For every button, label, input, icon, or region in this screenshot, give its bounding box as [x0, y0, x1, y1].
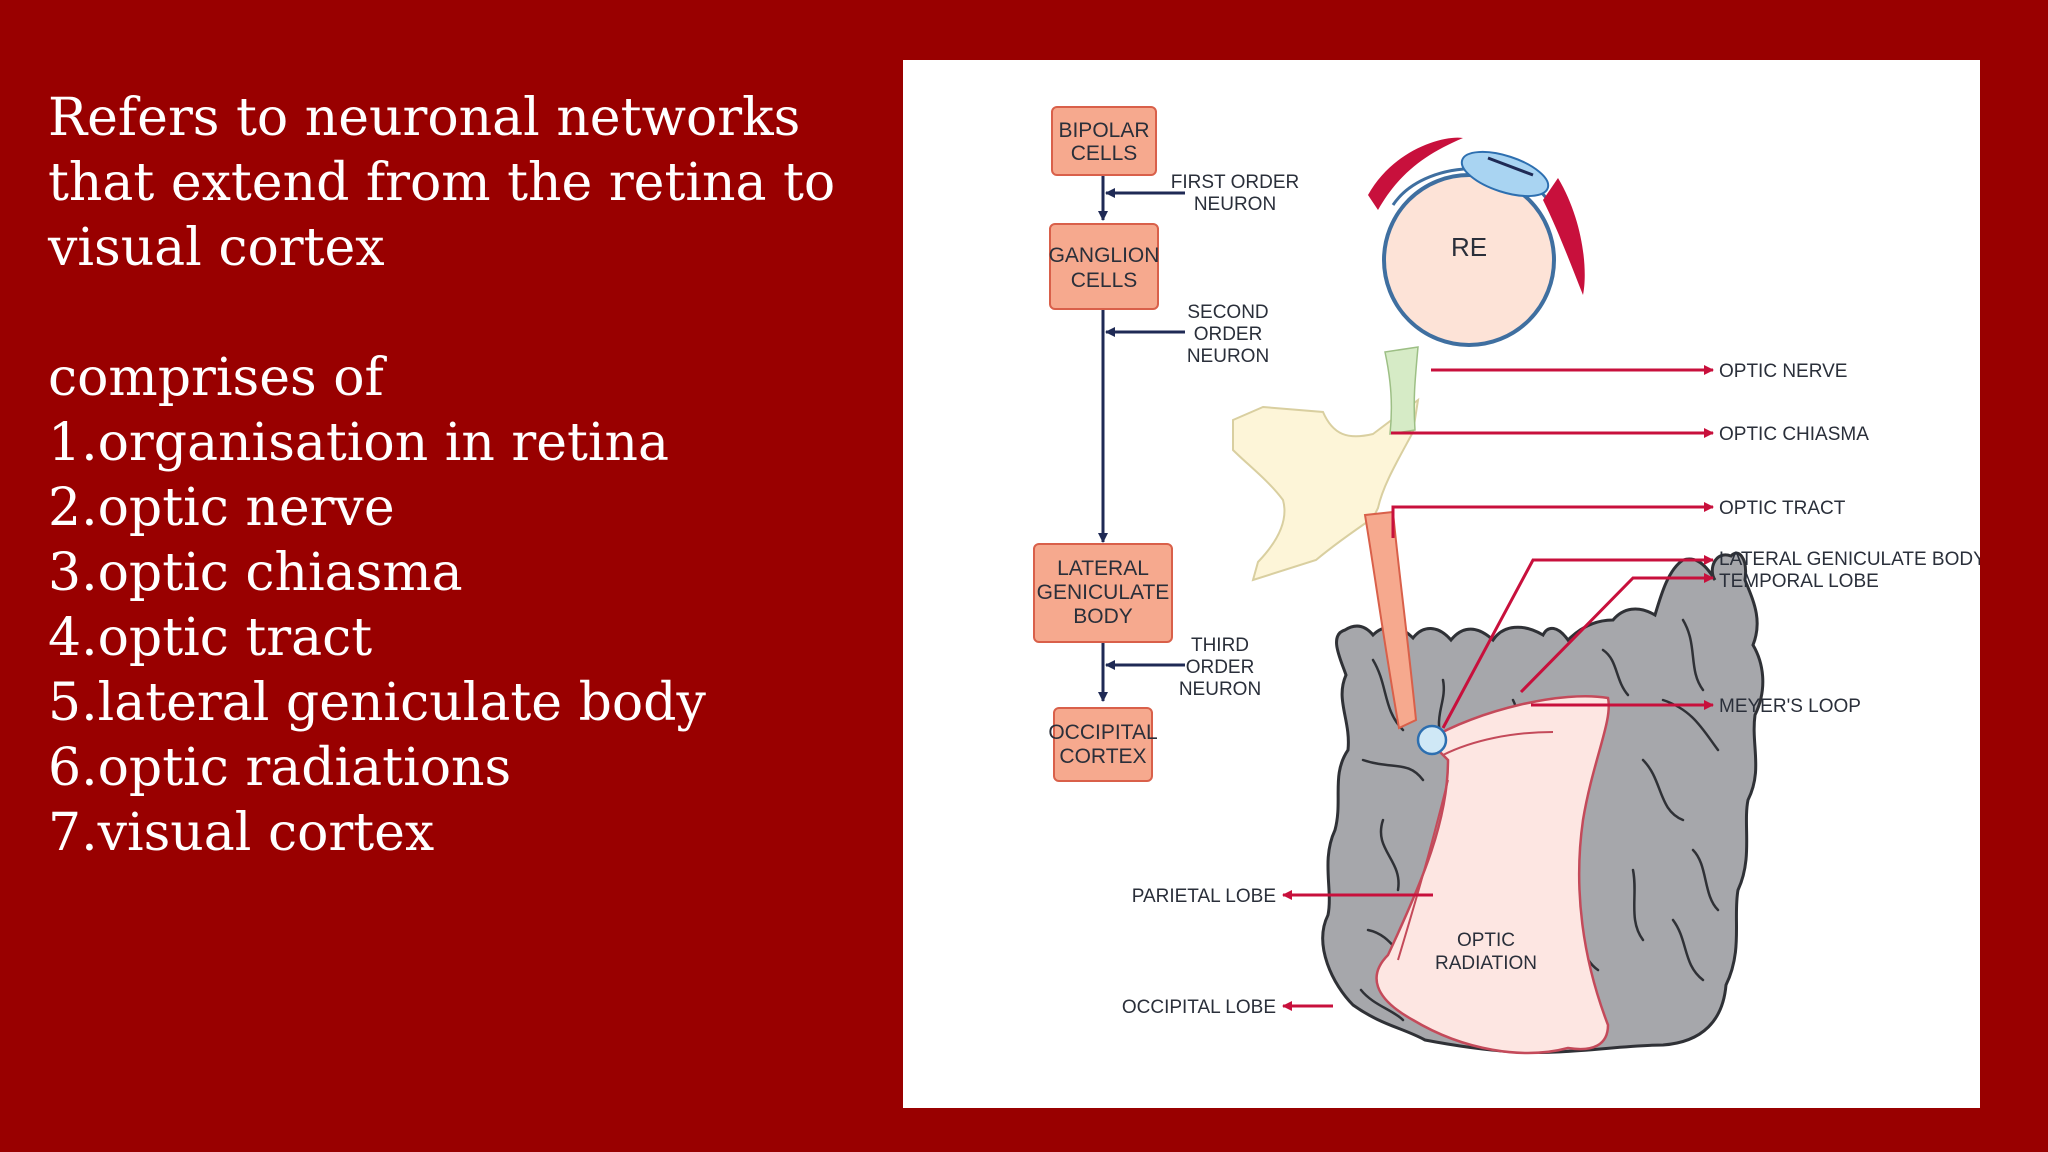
lgb-node — [1416, 724, 1448, 756]
neuron-label-text: NEURON — [1179, 679, 1261, 700]
neuron-label-text: NEURON — [1187, 346, 1269, 367]
optic-radiation — [1375, 694, 1610, 1055]
occipital-lobe-label: OCCIPITAL LOBE — [1122, 997, 1276, 1018]
neuron-label-text: THIRD — [1191, 635, 1249, 656]
occipital-box-label: OCCIPITAL — [1048, 721, 1157, 744]
optic-nerve — [1384, 346, 1419, 435]
temporal-lobe-label: TEMPORAL LOBE — [1719, 571, 1879, 592]
radiation-label-text: OPTIC — [1457, 930, 1515, 951]
second-order-neuron-label: SECOND ORDER NEURON — [1187, 302, 1269, 367]
meyers-loop-label: MEYER'S LOOP — [1719, 696, 1861, 717]
temporal-lobe-pointer — [1519, 573, 1714, 694]
eye-lid-upper — [1368, 137, 1463, 210]
parietal-lobe-label: PARIETAL LOBE — [1132, 886, 1276, 907]
slide-text: Refers to neuronal networks that extend … — [48, 86, 868, 866]
lgb-box-label: GENICULATE — [1037, 581, 1170, 604]
intro-line-1: Refers to neuronal networks — [48, 88, 801, 148]
ganglion-cells-box: GANGLION CELLS — [1049, 223, 1160, 310]
component-item-4: 4.optic tract — [48, 608, 373, 668]
occipital-box-label: CORTEX — [1059, 745, 1146, 768]
bipolar-cells-box: BIPOLAR CELLS — [1051, 106, 1157, 176]
component-item-3: 3.optic chiasma — [48, 543, 463, 603]
radiation-label-text: RADIATION — [1435, 953, 1537, 974]
neuron-label-text: ORDER — [1186, 657, 1255, 678]
first-order-neuron-label: FIRST ORDER NEURON — [1171, 172, 1299, 215]
intro-line-2: that extend from the retina to — [48, 153, 836, 213]
bipolar-label: BIPOLAR — [1058, 119, 1149, 142]
ganglion-label: GANGLION — [1049, 244, 1160, 267]
neuron-label-text: ORDER — [1194, 324, 1263, 345]
radiation-fiber — [1442, 731, 1554, 756]
lateral-geniculate-body-box: LATERAL GENICULATE BODY — [1033, 543, 1173, 643]
eye-label: RE — [1451, 232, 1487, 262]
spacer — [48, 281, 868, 346]
visual-pathway-diagram: BIPOLAR CELLS GANGLION CELLS LATERAL GEN… — [1033, 106, 1980, 1055]
optic-chiasma — [1232, 397, 1420, 582]
radiation-fiber — [1397, 779, 1449, 961]
neuron-label-text: FIRST ORDER — [1171, 172, 1299, 193]
component-item-2: 2.optic nerve — [48, 478, 395, 538]
ganglion-label: CELLS — [1071, 269, 1138, 292]
optic-chiasma-label: OPTIC CHIASMA — [1719, 424, 1869, 445]
optic-tract-label: OPTIC TRACT — [1719, 498, 1846, 519]
optic-tract-pointer — [1391, 502, 1714, 538]
lateral-geniculate-body-label: LATERAL GENICULATE BODY — [1719, 549, 1980, 570]
bipolar-label: CELLS — [1071, 142, 1138, 165]
optic-radiation-label: OPTIC RADIATION — [1435, 930, 1537, 974]
intro-line-3: visual cortex — [48, 218, 385, 278]
component-item-5: 5.lateral geniculate body — [48, 673, 706, 733]
lgb-box-label: BODY — [1073, 605, 1133, 628]
right-eye: RE — [1368, 137, 1585, 347]
optic-tract — [1363, 510, 1418, 730]
lgb-box-label: LATERAL — [1057, 557, 1149, 580]
visual-pathway-figure: BIPOLAR CELLS GANGLION CELLS LATERAL GEN… — [903, 60, 1980, 1108]
neuron-label-text: NEURON — [1194, 194, 1276, 215]
component-item-1: 1.organisation in retina — [48, 413, 670, 473]
neuron-label-text: SECOND — [1187, 302, 1268, 323]
occipital-cortex-box: OCCIPITAL CORTEX — [1048, 707, 1158, 782]
lgb-pointer — [1441, 555, 1714, 729]
component-item-6: 6.optic radiations — [48, 738, 512, 798]
comprises-heading: comprises of — [48, 348, 384, 408]
optic-nerve-label: OPTIC NERVE — [1719, 361, 1847, 382]
component-item-7: 7.visual cortex — [48, 803, 435, 863]
eye-lid-lower — [1543, 178, 1585, 295]
third-order-neuron-label: THIRD ORDER NEURON — [1179, 635, 1261, 700]
